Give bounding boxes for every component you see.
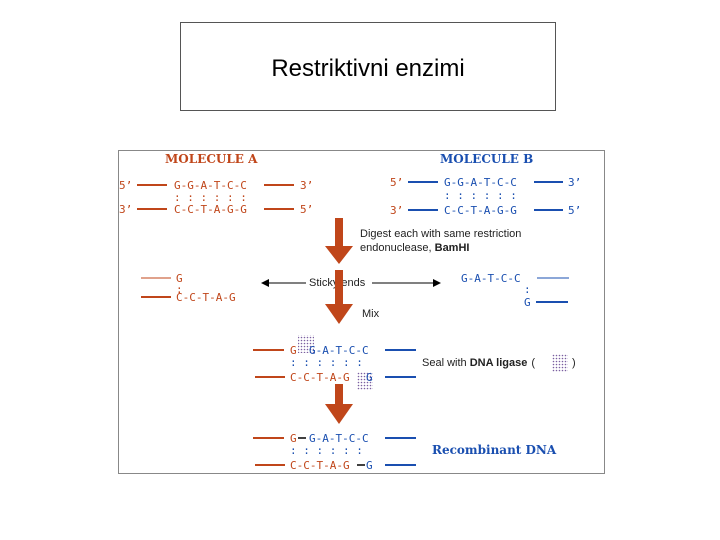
molecule-a-top-right-end: 3’ <box>300 179 313 192</box>
seal-arrow <box>325 384 353 424</box>
molecule-a-bottom-right-end: 5’ <box>300 203 313 216</box>
molecule-a-bonds: : : : : : : <box>174 191 247 204</box>
mixed-top-rest: G-A-T-C-C <box>309 344 369 357</box>
ligase-icon <box>552 354 568 372</box>
molecule-a-top-seq: G-G-A-T-C-C <box>174 179 247 192</box>
molecule-a-bottom-left-end: 3’ <box>119 203 132 216</box>
molecule-a-top-left-end: 5’ <box>119 179 132 192</box>
mixed-top-g: G <box>290 344 297 357</box>
fragment-a-top: G <box>176 272 183 285</box>
molecule-b-bottom-right-end: 5’ <box>568 204 581 217</box>
recombinant-top-g: G <box>290 432 297 445</box>
digest-text-line2: endonuclease, BamHI <box>360 242 469 254</box>
fragment-b-bottom: G <box>524 296 531 309</box>
recombinant-dna-label: Recombinant DNA <box>432 443 557 457</box>
ligase-marker-bottom <box>357 372 373 390</box>
fragment-a-bottom: C-C-T-A-G <box>176 291 236 304</box>
molecule-b-top-seq: G-G-A-T-C-C <box>444 176 517 189</box>
seal-text: Seal with DNA ligase( <box>422 357 535 369</box>
digest-arrow <box>325 218 353 264</box>
recombinant-bottom-rest: C-C-T-A-G <box>290 459 350 472</box>
mixed-bonds: : : : : : : <box>290 356 363 369</box>
molecule-a-heading: MOLECULE A <box>165 152 258 166</box>
title-box: Restriktivni enzimi <box>180 22 556 111</box>
mix-label: Mix <box>362 308 380 320</box>
seal-close: ) <box>572 357 576 369</box>
recombinant-bonds: : : : : : : <box>290 444 363 457</box>
digest-text-line1: Digest each with same restriction <box>360 228 521 240</box>
molecule-a-bottom-seq: C-C-T-A-G-G <box>174 203 247 216</box>
recombinant-bottom-g: G <box>366 459 373 472</box>
diagram-frame <box>118 150 605 474</box>
molecule-b-bottom-left-end: 3’ <box>390 204 403 217</box>
mixed-bottom-rest: C-C-T-A-G <box>290 371 350 384</box>
fragment-b-top: G-A-T-C-C <box>461 272 521 285</box>
molecule-b-top-left-end: 5’ <box>390 176 403 189</box>
molecule-b-bonds: : : : : : : <box>444 189 517 202</box>
mix-arrow <box>325 270 353 324</box>
mixed-bottom-g: G <box>366 371 373 384</box>
slide-title: Restriktivni enzimi <box>271 55 465 82</box>
ligase-marker-top <box>298 335 314 353</box>
molecule-b-bottom-seq: C-C-T-A-G-G <box>444 204 517 217</box>
fragment-a-bond: : <box>176 283 183 296</box>
recombinant-top-rest: G-A-T-C-C <box>309 432 369 445</box>
fragment-b-bond: : <box>524 283 531 296</box>
molecule-b-heading: MOLECULE B <box>440 152 533 166</box>
molecule-b-top-right-end: 3’ <box>568 176 581 189</box>
